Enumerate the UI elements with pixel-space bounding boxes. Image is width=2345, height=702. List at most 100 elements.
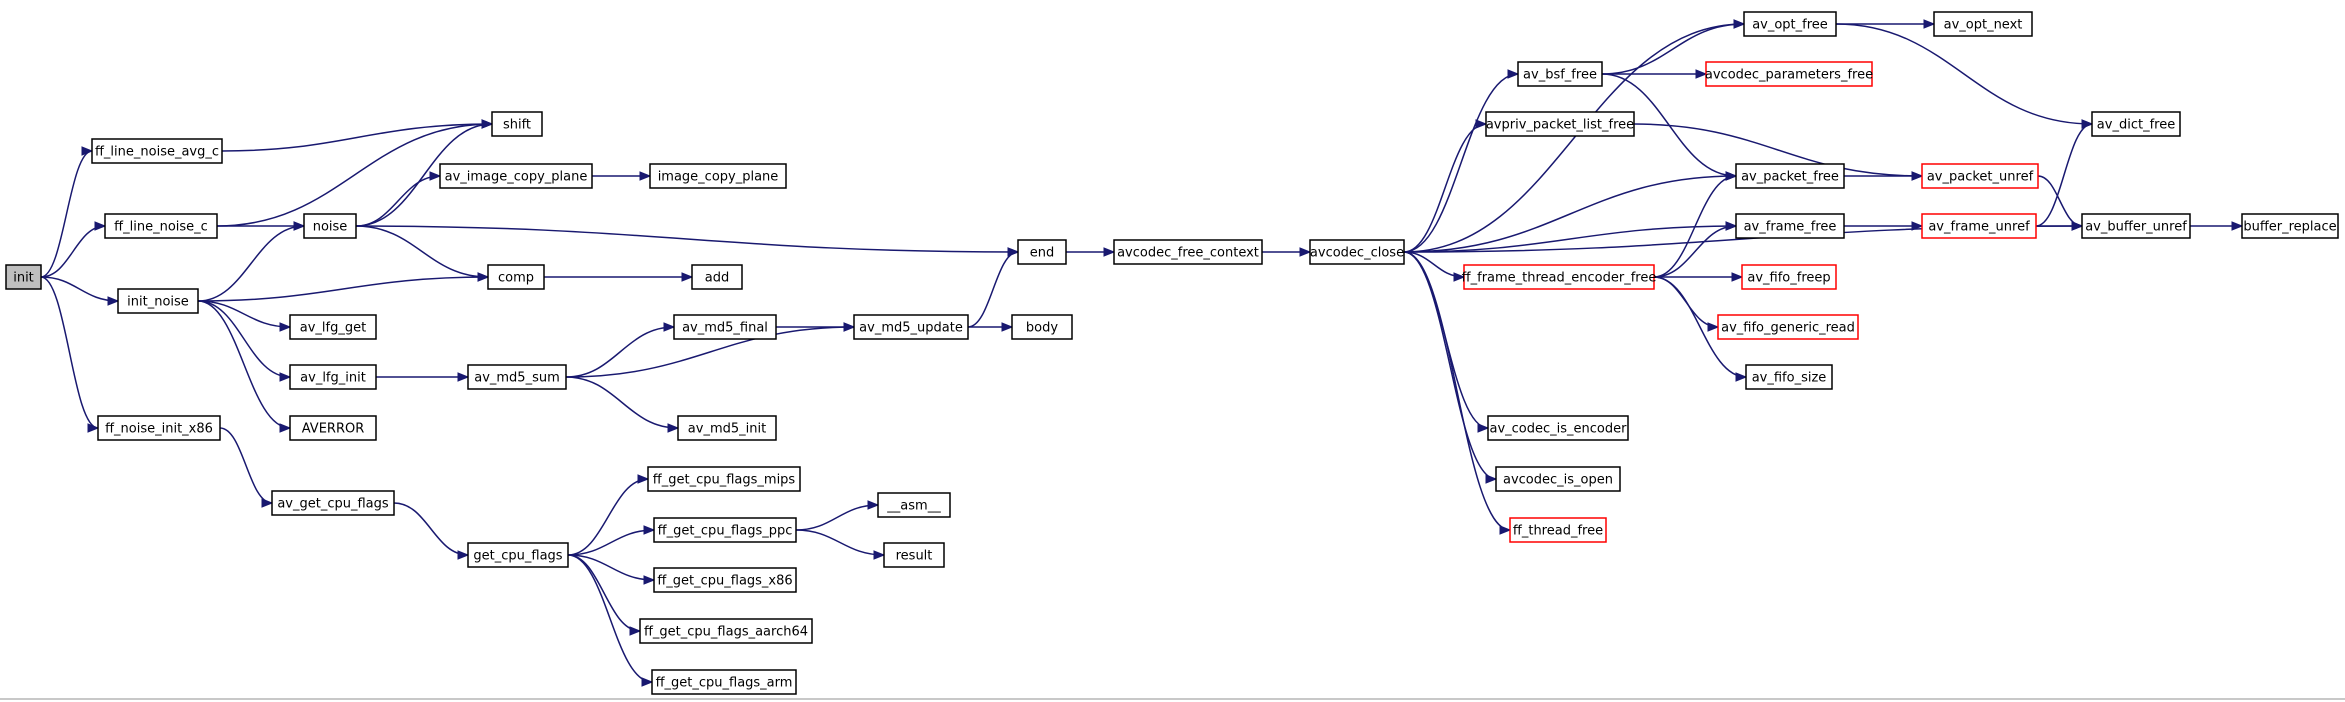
edge-avcodec_close-to-av_bsf_free-arrowhead (1507, 69, 1520, 79)
node-av_md5_sum[interactable]: av_md5_sum (467, 364, 567, 390)
node-box-av_buffer_unref (2081, 213, 2191, 239)
node-result[interactable]: result (883, 542, 945, 568)
node-image_copy_plane[interactable]: image_copy_plane (649, 163, 787, 189)
node-avcodec_is_open[interactable]: avcodec_is_open (1495, 466, 1621, 492)
node-box-av_codec_is_encoder (1487, 415, 1629, 441)
node-ff_get_cpu_flags_ppc[interactable]: ff_get_cpu_flags_ppc (653, 517, 797, 543)
node-av_md5_init[interactable]: av_md5_init (677, 415, 777, 441)
edge-ff_frame_thread_encoder_free-to-av_frame_free-arrowhead (1725, 221, 1738, 231)
node-label-av_md5_update: av_md5_update (859, 321, 963, 336)
node-init_noise[interactable]: init_noise (117, 288, 199, 314)
edge-init-to-ff_noise_init_x86 (40, 276, 99, 429)
node-av_md5_final[interactable]: av_md5_final (673, 314, 777, 340)
edge-ff_frame_thread_encoder_free-to-av_fifo_size (1653, 276, 1747, 378)
node-buffer_replace[interactable]: buffer_replace (2241, 213, 2339, 239)
edge-get_cpu_flags-to-ff_get_cpu_flags_aarch64-arrowhead (629, 626, 642, 636)
node-box-buffer_replace (2241, 213, 2339, 239)
node-box-init (5, 264, 42, 290)
edge-ff_frame_thread_encoder_free-to-av_packet_free-arrowhead (1725, 171, 1738, 181)
edge-av_frame_unref-to-av_dict_free (2035, 123, 2093, 227)
node-av_opt_next[interactable]: av_opt_next (1933, 11, 2033, 37)
node-AVERROR[interactable]: AVERROR (289, 415, 377, 441)
node-av_lfg_get[interactable]: av_lfg_get (289, 314, 377, 340)
node-box-AVERROR (289, 415, 377, 441)
node-label-av_dict_free: av_dict_free (2097, 118, 2175, 133)
node-add[interactable]: add (691, 264, 743, 290)
edge-comp-to-add-arrowhead (681, 272, 694, 282)
node-label-av_fifo_size: av_fifo_size (1752, 371, 1827, 386)
node-av_bsf_free[interactable]: av_bsf_free (1517, 61, 1603, 87)
node-shift[interactable]: shift (491, 111, 543, 137)
node-avpriv_packet_list_free[interactable]: avpriv_packet_list_free (1485, 111, 1635, 137)
node-avcodec_parameters_free[interactable]: avcodec_parameters_free (1705, 61, 1873, 87)
edge-av_packet_unref-to-av_buffer_unref (2037, 175, 2083, 227)
node-av_image_copy_plane[interactable]: av_image_copy_plane (439, 163, 593, 189)
node-ff_frame_thread_encoder_free[interactable]: ff_frame_thread_encoder_free (1462, 264, 1657, 290)
node-ff_line_noise_c[interactable]: ff_line_noise_c (104, 213, 218, 239)
edge-avcodec_close-to-av_packet_free (1403, 175, 1737, 253)
node-label-avcodec_parameters_free: avcodec_parameters_free (1705, 68, 1873, 83)
node-body[interactable]: body (1011, 314, 1073, 340)
node-box-shift (491, 111, 543, 137)
edge-avcodec_close-to-av_bsf_free (1403, 73, 1519, 253)
node-label-ff_get_cpu_flags_aarch64: ff_get_cpu_flags_aarch64 (644, 625, 808, 640)
edge-init_noise-to-noise-arrowhead (293, 221, 306, 231)
edge-av_md5_sum-to-av_md5_update (565, 326, 855, 378)
edge-avcodec_close-to-ff_thread_free-arrowhead (1499, 525, 1512, 535)
edge-av_lfg_init-to-av_md5_sum-arrowhead (457, 372, 470, 382)
node-av_codec_is_encoder[interactable]: av_codec_is_encoder (1487, 415, 1629, 441)
node-av_fifo_size[interactable]: av_fifo_size (1745, 364, 1833, 390)
edge-init_noise-to-comp-arrowhead (477, 272, 490, 282)
node-av_dict_free[interactable]: av_dict_free (2091, 111, 2181, 137)
node-av_frame_free[interactable]: av_frame_free (1735, 213, 1845, 239)
node-ff_get_cpu_flags_x86[interactable]: ff_get_cpu_flags_x86 (653, 567, 797, 593)
node-label-av_get_cpu_flags: av_get_cpu_flags (277, 497, 389, 512)
bottom-rule (0, 698, 2345, 700)
node-noise[interactable]: noise (303, 213, 357, 239)
node-ff_get_cpu_flags_mips[interactable]: ff_get_cpu_flags_mips (647, 466, 801, 492)
node-box-av_opt_next (1933, 11, 2033, 37)
node-ff_thread_free[interactable]: ff_thread_free (1509, 517, 1607, 543)
node-av_md5_update[interactable]: av_md5_update (853, 314, 969, 340)
node-avcodec_free_context[interactable]: avcodec_free_context (1113, 239, 1263, 265)
node-label-__asm__: __asm__ (886, 499, 941, 514)
edge-av_frame_unref-to-av_buffer_unref-arrowhead (2071, 221, 2084, 231)
edge-init-to-ff_line_noise_c-arrowhead (94, 221, 107, 231)
node-label-av_image_copy_plane: av_image_copy_plane (445, 170, 588, 185)
edge-ff_get_cpu_flags_ppc-to-__asm__-arrowhead (867, 500, 880, 510)
node-label-ff_get_cpu_flags_x86: ff_get_cpu_flags_x86 (657, 574, 792, 589)
node-ff_noise_init_x86[interactable]: ff_noise_init_x86 (97, 415, 221, 441)
node-av_packet_free[interactable]: av_packet_free (1735, 163, 1845, 189)
node-label-shift: shift (503, 118, 531, 133)
edge-noise-to-shift-arrowhead (481, 119, 494, 129)
node-av_get_cpu_flags[interactable]: av_get_cpu_flags (271, 490, 395, 516)
node-label-av_bsf_free: av_bsf_free (1523, 68, 1597, 83)
edge-ff_get_cpu_flags_ppc-to-result (795, 529, 885, 556)
node-label-ff_frame_thread_encoder_free: ff_frame_thread_encoder_free (1462, 271, 1657, 286)
node-comp[interactable]: comp (487, 264, 545, 290)
node-av_packet_unref[interactable]: av_packet_unref (1921, 163, 2039, 189)
node-end[interactable]: end (1017, 239, 1067, 265)
node-avcodec_close[interactable]: avcodec_close (1309, 239, 1405, 265)
edge-init_noise-to-AVERROR-arrowhead (279, 423, 292, 433)
node-av_frame_unref[interactable]: av_frame_unref (1921, 213, 2037, 239)
node-box-ff_noise_init_x86 (97, 415, 221, 441)
node-label-ff_get_cpu_flags_mips: ff_get_cpu_flags_mips (653, 473, 796, 488)
node-box-image_copy_plane (649, 163, 787, 189)
node-init[interactable]: init (5, 264, 42, 290)
node-av_fifo_freep[interactable]: av_fifo_freep (1741, 264, 1837, 290)
node-av_opt_free[interactable]: av_opt_free (1743, 11, 1837, 37)
node-ff_get_cpu_flags_aarch64[interactable]: ff_get_cpu_flags_aarch64 (639, 618, 813, 644)
node-box-ff_get_cpu_flags_x86 (653, 567, 797, 593)
edge-avcodec_close-to-av_opt_free (1403, 23, 1745, 253)
node-av_lfg_init[interactable]: av_lfg_init (289, 364, 377, 390)
node-__asm__[interactable]: __asm__ (877, 492, 951, 518)
node-box-end (1017, 239, 1067, 265)
node-label-result: result (896, 549, 933, 564)
node-label-comp: comp (498, 271, 534, 286)
node-get_cpu_flags[interactable]: get_cpu_flags (467, 542, 569, 568)
node-av_fifo_generic_read[interactable]: av_fifo_generic_read (1717, 314, 1859, 340)
node-av_buffer_unref[interactable]: av_buffer_unref (2081, 213, 2191, 239)
node-ff_line_noise_avg_c[interactable]: ff_line_noise_avg_c (91, 138, 223, 164)
node-ff_get_cpu_flags_arm[interactable]: ff_get_cpu_flags_arm (651, 669, 797, 695)
